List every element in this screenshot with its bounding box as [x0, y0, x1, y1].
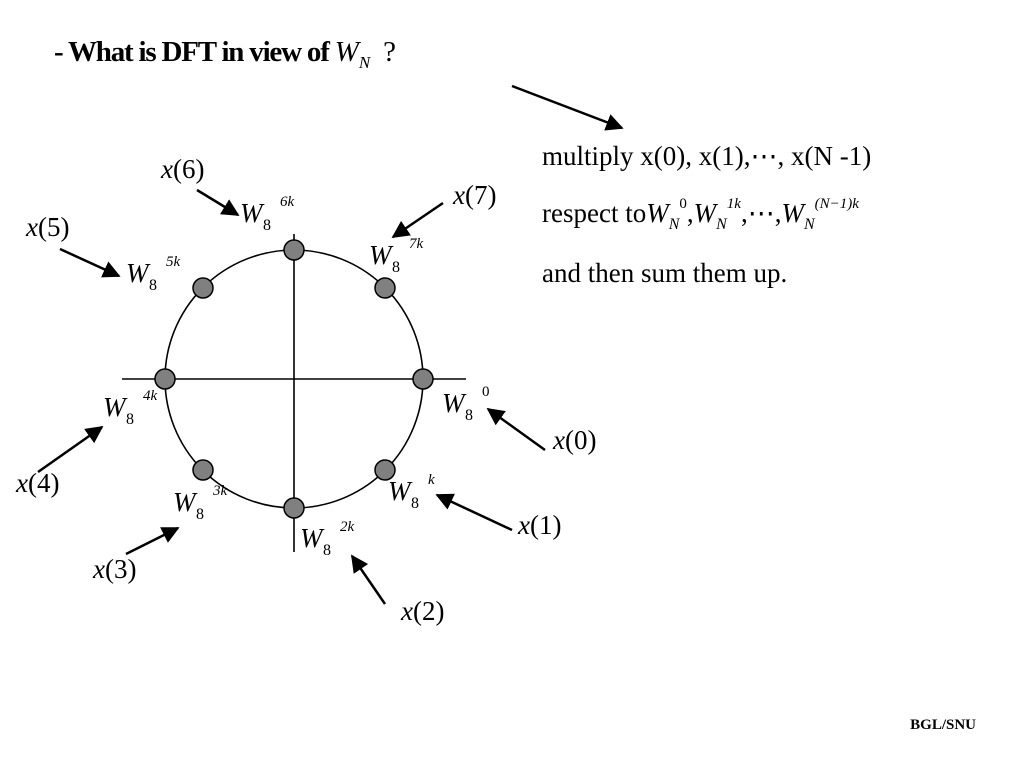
arrow-x5 [59, 247, 121, 278]
footer-credit: BGL/SNU [910, 717, 976, 733]
sample-label-2: x(2) [401, 596, 445, 626]
root-dot-7 [374, 277, 396, 299]
title-text: - What is DFT in view of [54, 36, 330, 68]
arrow-x0 [486, 407, 546, 452]
arrow-x2 [350, 554, 387, 605]
arrow-x3 [125, 526, 180, 556]
twiddle-term-1: WN1k,⋯, [693, 196, 782, 233]
root-dot-4 [154, 368, 176, 390]
sample-label-7: x(7) [453, 180, 497, 210]
sample-label-1: x(1) [518, 510, 562, 540]
explanation-line-3: and then sum them up. [542, 258, 788, 288]
arrow-x7 [391, 201, 444, 239]
root-dot-3 [192, 459, 214, 481]
arrow-x6 [196, 188, 240, 217]
sample-label-3: x(3) [93, 554, 137, 584]
twiddle-term-0: WN0, [646, 196, 694, 233]
twiddle-term-n: WN(N−1)k [781, 196, 859, 233]
root-dot-2 [283, 497, 305, 519]
sample-label-0: x(0) [553, 425, 597, 455]
explanation-line-2: respect toWN0,WN1k,⋯,WN(N−1)k [542, 196, 859, 233]
arrow-title-to-text [511, 84, 624, 131]
root-dot-6 [283, 239, 305, 261]
root-dot-5 [192, 277, 214, 299]
title-w-subscript: N [358, 53, 370, 72]
title-question-mark: ? [383, 36, 396, 68]
sample-label-6: x(6) [161, 154, 205, 184]
sample-label-5: x(5) [26, 212, 70, 242]
root-dot-0 [412, 368, 434, 390]
respect-to-text: respect to [542, 198, 647, 228]
arrow-x4 [37, 425, 104, 474]
sample-label-4: x(4) [16, 468, 60, 498]
page-title: - What is DFT in view of WN ? [54, 36, 396, 73]
arrow-x1 [435, 493, 513, 532]
root-dot-1 [374, 459, 396, 481]
title-w-symbol: W [334, 36, 359, 68]
explanation-line-1: multiply x(0), x(1),⋯, x(N -1) [542, 141, 872, 171]
